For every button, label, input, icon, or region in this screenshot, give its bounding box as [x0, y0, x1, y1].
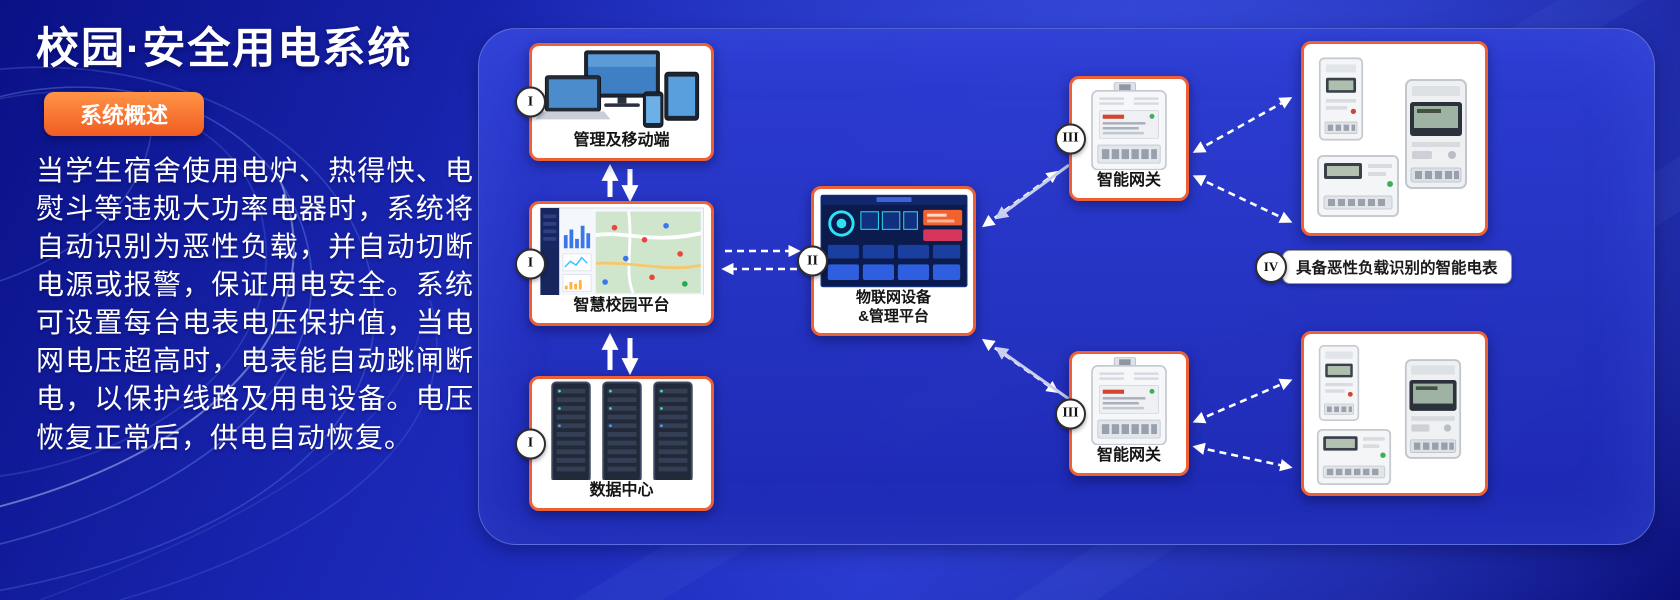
- intro-section: 校园·安全用电系统 系统概述 当学生宿舍使用电炉、热得快、电熨斗等违规大功率电器…: [36, 14, 474, 457]
- smart-meter-icon: [1318, 56, 1364, 142]
- arrow-gateway-top-meters: [1192, 97, 1293, 223]
- server-rack-icon: [650, 381, 696, 481]
- smart-meters-label: 具备恶性负载识别的智能电表: [1282, 250, 1512, 284]
- node-icon-wrap: [532, 46, 711, 130]
- node-gateway-top: III 智能网关: [1055, 76, 1189, 201]
- smart-meter-icon: [1318, 344, 1360, 422]
- node-iot-platform: II 物联网设备 &管理平台: [797, 186, 976, 336]
- node-label: 管理及移动端: [573, 132, 670, 150]
- numeral-badge: I: [515, 86, 546, 118]
- node-label: 智慧校园平台: [573, 297, 670, 315]
- server-rack-icon: [548, 381, 594, 481]
- smart-meters-tag: IV 具备恶性负载识别的智能电表: [1255, 250, 1512, 284]
- diagram-panel: I 管理及移动端 I: [478, 28, 1655, 545]
- node-icon-wrap: [814, 189, 973, 288]
- campus-dashboard-icon: [539, 207, 704, 296]
- connector-arrows-layer: [601, 97, 1293, 472]
- arrow-platform-datacenter: [601, 332, 639, 376]
- node-icon-wrap: [1072, 354, 1186, 445]
- numeral-badge: IV: [1255, 251, 1287, 283]
- smart-meter-icon: [1316, 154, 1400, 218]
- smart-meter-icon: [1404, 78, 1468, 190]
- numeral-badge: I: [515, 248, 546, 279]
- arrow-management-platform: [601, 163, 639, 203]
- smart-meter-icon: [1404, 358, 1462, 460]
- node-data-center: I 数据中心: [515, 376, 714, 511]
- node-smart-meters-top: [1301, 41, 1488, 236]
- arrow-iot-gateway-top: [981, 163, 1070, 228]
- node-label: 智能网关: [1096, 447, 1161, 465]
- gateway-device-icon: [1089, 81, 1169, 171]
- node-management-terminal: I 管理及移动端: [515, 43, 714, 161]
- node-icon-wrap: [532, 379, 711, 480]
- node-campus-platform: I: [515, 201, 714, 326]
- numeral-badge: I: [515, 428, 546, 459]
- server-rack-icon: [599, 381, 645, 481]
- arrow-platform-iot: [721, 244, 801, 276]
- gateway-device-icon: [1089, 356, 1169, 446]
- system-description: 当学生宿舍使用电炉、热得快、电熨斗等违规大功率电器时，系统将自动识别为恶性负载，…: [36, 155, 474, 453]
- node-gateway-bottom: III 智能网关: [1055, 351, 1189, 476]
- node-icon-wrap: [1072, 79, 1186, 170]
- smart-meter-icon: [1316, 428, 1392, 486]
- numeral-badge: III: [1055, 123, 1086, 154]
- node-label: 智能网关: [1096, 172, 1161, 190]
- arrow-iot-gateway-bottom: [981, 338, 1070, 401]
- node-icon-wrap: [532, 204, 711, 296]
- node-label: 物联网设备 &管理平台: [855, 289, 931, 325]
- arrow-gateway-bottom-meters: [1192, 378, 1293, 472]
- node-smart-meters-bottom: [1301, 331, 1488, 496]
- server-racks-icon: [548, 381, 696, 481]
- section-badge: 系统概述: [44, 92, 205, 136]
- devices-cluster-icon: [535, 50, 699, 129]
- node-label: 数据中心: [589, 482, 654, 500]
- page-title: 校园·安全用电系统: [36, 25, 413, 73]
- numeral-badge: III: [1055, 398, 1086, 429]
- numeral-badge: II: [797, 245, 828, 277]
- iot-dashboard-icon: [819, 194, 968, 287]
